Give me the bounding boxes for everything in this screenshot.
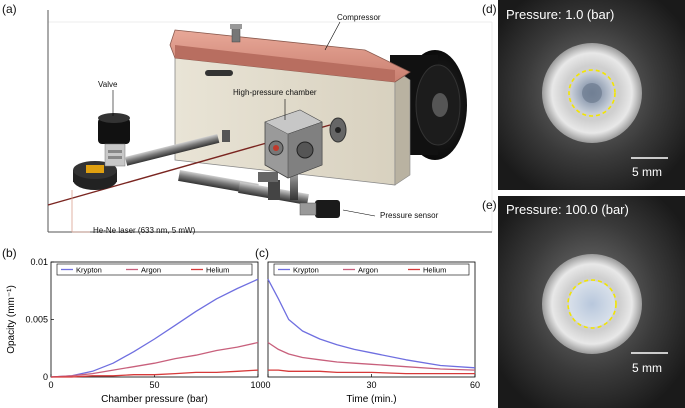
photo-e-scale-label: 5 mm	[632, 361, 662, 375]
y-tick-label-b: 0	[43, 372, 48, 382]
callout-compressor: Compressor	[337, 13, 381, 22]
callout-valve: Valve	[98, 80, 118, 89]
photo-e-caption: Pressure: 100.0 (bar)	[506, 202, 629, 217]
panel-label-c: (c)	[255, 246, 269, 260]
legend-box-c	[273, 263, 470, 276]
series-line-c-helium	[268, 369, 475, 375]
series-line-c-argon	[267, 341, 476, 371]
photo-d-caption: Pressure: 1.0 (bar)	[506, 7, 615, 22]
x-axis-title-c: Time (min.)	[346, 394, 396, 405]
x-tick-label-b: 100	[250, 380, 265, 390]
callout-chamber: High-pressure chamber	[233, 88, 317, 97]
legend-label-c-krypton: Krypton	[293, 266, 319, 275]
x-tick-label-c: 30	[366, 380, 376, 390]
plot-frame-c	[267, 261, 476, 378]
panel-label-a: (a)	[2, 2, 17, 16]
series-line-c-krypton	[267, 278, 476, 369]
panel-label-d: (d)	[482, 2, 497, 16]
legend-label-c-argon: Argon	[358, 266, 378, 275]
valve	[98, 113, 130, 167]
y-axis-title-b: Opacity (mm⁻¹)	[6, 285, 17, 354]
callout-sensor: Pressure sensor	[380, 211, 439, 220]
legend-label-b-argon: Argon	[141, 266, 161, 275]
legend-box-b	[56, 263, 253, 276]
y-tick-label-b: 0.01	[30, 257, 48, 267]
apparatus-illustration	[47, 10, 493, 233]
panel-label-b: (b)	[2, 246, 17, 260]
photo-e	[498, 196, 685, 408]
legend-label-b-krypton: Krypton	[76, 266, 102, 275]
x-tick-label-b: 50	[149, 380, 159, 390]
callout-laser: He-Ne laser (633 nm, 5 mW)	[93, 226, 196, 235]
y-tick-label-b: 0.005	[25, 315, 48, 325]
x-tick-label-b: 0	[48, 380, 53, 390]
x-axis-title-b: Chamber pressure (bar)	[101, 394, 208, 405]
x-tick-label-c: 60	[470, 380, 480, 390]
series-line-b-argon	[50, 341, 259, 378]
legend-label-c-helium: Helium	[423, 266, 446, 275]
pressure-sensor	[299, 200, 340, 218]
series-line-b-krypton	[50, 278, 259, 378]
photo-d-scale-label: 5 mm	[632, 165, 662, 179]
photo-d	[498, 0, 685, 190]
high-pressure-chamber	[264, 109, 347, 179]
panel-label-e: (e)	[482, 198, 497, 212]
plot-frame-b	[50, 261, 259, 378]
legend-label-b-helium: Helium	[206, 266, 229, 275]
x-tick-label-c: 0	[265, 380, 270, 390]
series-line-b-helium	[51, 369, 259, 378]
